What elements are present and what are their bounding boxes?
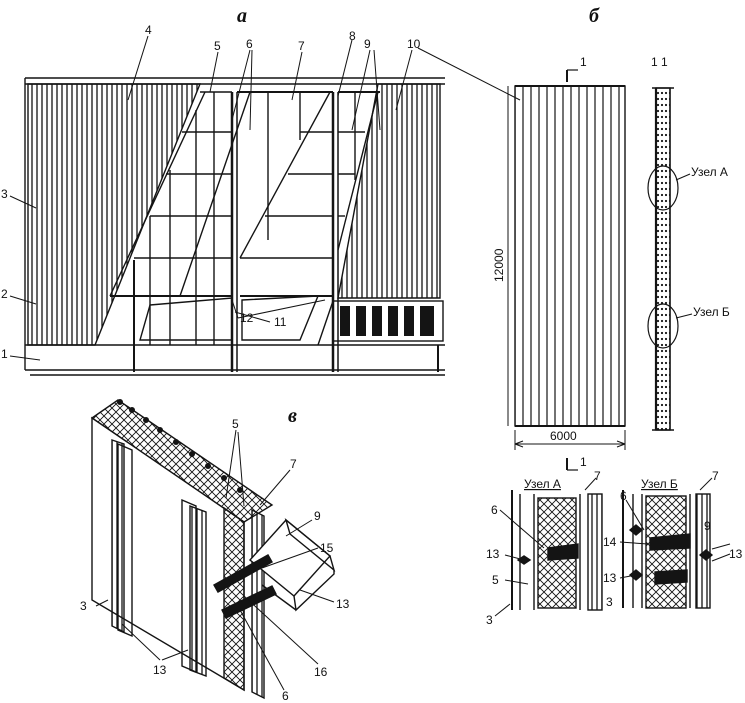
detail-a-label-3: 3 <box>486 613 493 627</box>
detail-b-label-3: 3 <box>606 595 613 609</box>
callout-v-13-bottom: 13 <box>153 663 167 677</box>
detail-a-label-6: 6 <box>491 503 498 517</box>
section-mark-top: 1 <box>580 55 587 69</box>
part-a-elevation <box>9 35 521 376</box>
detail-b-label-13-left: 13 <box>603 571 617 585</box>
callout-a-8: 8 <box>349 29 356 43</box>
callout-a-3: 3 <box>1 187 8 201</box>
callout-a-12: 12 <box>240 311 254 325</box>
part-b-panel <box>507 69 693 471</box>
callout-v-5: 5 <box>232 417 239 431</box>
detail-b-label-6: 6 <box>620 489 627 503</box>
callout-v-9: 9 <box>314 509 321 523</box>
panel-width-dim: 6000 <box>550 429 577 443</box>
labels: а б в 4 5 6 7 8 9 10 3 2 1 12 11 1 1 1 1… <box>1 5 743 703</box>
detail-a-label-5: 5 <box>492 573 499 587</box>
part-v-axonometric <box>90 399 336 700</box>
detail-b-label-7: 7 <box>712 469 719 483</box>
part-v-title: в <box>288 405 297 427</box>
detail-b-title: Узел Б <box>641 477 678 491</box>
detail-b-label-13-right: 13 <box>729 547 743 561</box>
callout-a-6: 6 <box>246 37 253 51</box>
detail-b-label-14: 14 <box>603 535 617 549</box>
callout-v-6: 6 <box>282 689 289 703</box>
window-band <box>340 306 434 336</box>
node-a-ref: Узел А <box>691 165 728 179</box>
callout-a-10: 10 <box>407 37 421 51</box>
detail-b-label-9: 9 <box>704 519 711 533</box>
part-a-title: а <box>237 5 247 27</box>
detail-a <box>494 477 603 617</box>
detail-b <box>619 477 731 609</box>
callout-v-15: 15 <box>320 541 334 555</box>
callout-v-16: 16 <box>314 665 328 679</box>
detail-a-label-7: 7 <box>594 469 601 483</box>
detail-a-title: Узел А <box>524 477 561 491</box>
part-b-title: б <box>589 5 600 27</box>
callout-a-7: 7 <box>298 39 305 53</box>
callout-a-5: 5 <box>214 39 221 53</box>
callout-v-13-right: 13 <box>336 597 350 611</box>
callout-v-3: 3 <box>80 599 87 613</box>
detail-a-label-13: 13 <box>486 547 500 561</box>
callout-a-9: 9 <box>364 37 371 51</box>
callout-a-4: 4 <box>145 23 152 37</box>
section-mark-bottom: 1 <box>580 455 587 469</box>
callout-a-1: 1 <box>1 347 8 361</box>
callout-a-11: 11 <box>274 315 287 329</box>
callout-v-7: 7 <box>290 457 297 471</box>
callout-a-2: 2 <box>1 287 8 301</box>
panel-height-dim: 12000 <box>492 248 506 282</box>
section-view-label: 1 1 <box>651 55 668 69</box>
node-b-ref: Узел Б <box>693 305 730 319</box>
